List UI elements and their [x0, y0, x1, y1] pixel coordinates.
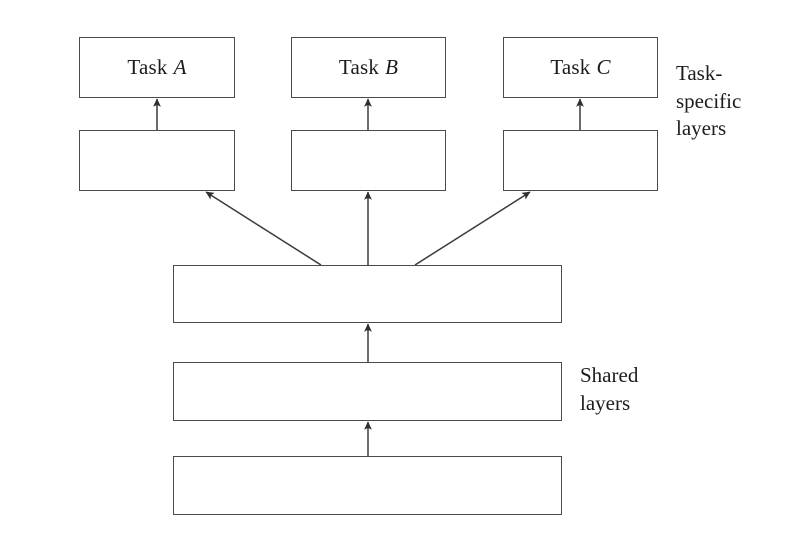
task-specific-layer-b[interactable] [291, 130, 446, 191]
arrow-shared-top-to-taskC-layer [414, 191, 531, 266]
shared-layer-top[interactable] [173, 265, 562, 323]
shared-layer-middle[interactable] [173, 362, 562, 421]
shared-layer-bottom[interactable] [173, 456, 562, 515]
annotation-shared-layers: Shared layers [580, 363, 639, 415]
annotation-task-specific-layers: Task- specific layers [676, 61, 742, 141]
task-specific-layer-a[interactable] [79, 130, 235, 191]
arrow-shared-top-to-taskA-layer [205, 191, 322, 266]
task-specific-layer-c[interactable] [503, 130, 658, 191]
